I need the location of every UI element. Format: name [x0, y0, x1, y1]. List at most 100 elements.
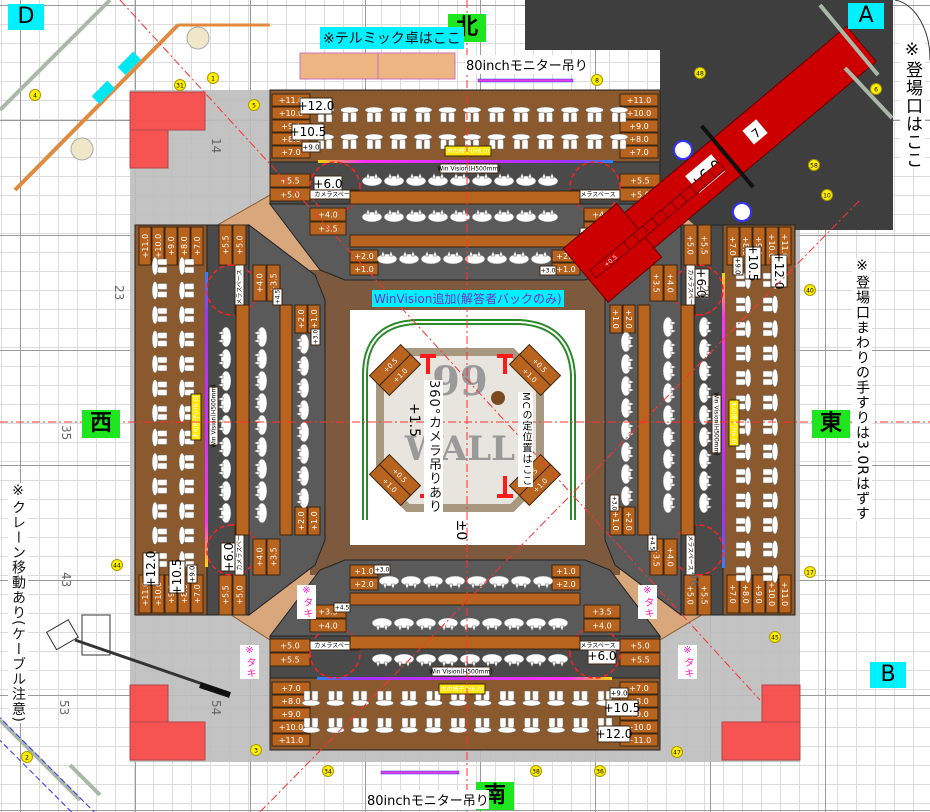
- tier-box: [597, 725, 631, 743]
- camera-space-circle: [206, 524, 258, 576]
- tier-label: +4.0: [666, 547, 675, 566]
- tier-label: +1.0: [611, 309, 620, 328]
- seat-icon: [547, 617, 569, 632]
- seat-icon: [620, 441, 635, 463]
- tier-label: +3.0: [375, 567, 390, 574]
- tier-label: +11.0: [279, 96, 304, 105]
- direction-west: 西: [82, 410, 120, 438]
- tier-label: +2.0: [556, 580, 575, 589]
- tier-label: +10.0: [767, 234, 776, 259]
- tier-label: カメラスペース: [237, 269, 244, 310]
- tier-label: +7.0: [281, 684, 300, 693]
- seat-icon: [383, 172, 405, 187]
- seat-icon: [487, 133, 506, 150]
- tier-label: +9.0: [281, 710, 300, 719]
- tier-label: +2.0: [354, 252, 373, 261]
- tier-label: +7.0: [728, 236, 737, 255]
- marker-label: 45: [771, 635, 779, 642]
- tier-label: +11.0: [780, 582, 789, 607]
- tier-label: +3.5: [652, 273, 661, 292]
- tier-label: +3.5: [269, 547, 278, 566]
- marker-icon: [530, 765, 542, 777]
- tier-label: +9.0: [754, 236, 763, 255]
- seat-icon: [399, 717, 419, 734]
- tier-label: +3.0: [313, 330, 320, 345]
- seat-icon: [375, 690, 394, 707]
- tier-label: +5.5: [221, 585, 230, 604]
- grid-number: 14: [209, 138, 223, 153]
- seat-icon: [735, 344, 752, 363]
- tier-box: [271, 681, 311, 695]
- grid-number: 53: [57, 700, 71, 715]
- tier-label: +3.0: [541, 268, 556, 275]
- tier-label: +5.5: [700, 585, 709, 604]
- tier-box: [269, 173, 311, 188]
- seat-icon: [151, 354, 168, 374]
- seat-icon: [151, 501, 168, 521]
- tier-box: [583, 604, 621, 619]
- tier-label: +11.0: [141, 582, 150, 607]
- seat-icon: [361, 208, 383, 223]
- tier-label: Win Vision(H500mm): [429, 669, 492, 676]
- tier-label: +2.0: [624, 511, 633, 530]
- tier-label: Win Vision(H500mm): [712, 392, 719, 455]
- tier-label: +5.0: [630, 641, 649, 650]
- seat-icon: [464, 250, 486, 265]
- tier-label: +1.0: [354, 567, 373, 576]
- tier-box: [647, 534, 658, 552]
- tier-box: [294, 304, 308, 334]
- tier-label: +10.5: [746, 245, 760, 282]
- marker-label: 36: [596, 769, 604, 776]
- camera-space-circle: [672, 524, 724, 576]
- seat-icon: [217, 392, 232, 414]
- seat-icon: [393, 653, 415, 668]
- tier-box: [272, 288, 283, 306]
- tier-box: [697, 574, 712, 616]
- seat-icon: [487, 106, 506, 123]
- taki-note: ※タキ: [638, 585, 657, 619]
- seat-icon: [178, 526, 195, 545]
- seat-icon: [178, 477, 195, 496]
- win-vision-bar: [722, 273, 725, 568]
- tier-box: [583, 618, 621, 633]
- seat-icon: [762, 393, 779, 412]
- seat-icon: [415, 617, 437, 632]
- seat-icon: [151, 428, 168, 447]
- seat-icon: [762, 491, 779, 510]
- tier-box: [728, 399, 740, 447]
- mc-note: MCの定位置はここ: [518, 392, 533, 487]
- tier-box: [269, 652, 311, 667]
- tier-label: +2.0: [297, 309, 306, 328]
- seat-icon: [762, 319, 779, 339]
- tier-box: [307, 506, 321, 536]
- marker-label: 40: [806, 288, 814, 295]
- seat-icon: [361, 172, 383, 187]
- taki-note: ※タキ: [678, 645, 697, 679]
- tier-box: [539, 265, 557, 276]
- mc-position-icon: [491, 391, 505, 405]
- seat-icon: [405, 208, 427, 223]
- seat-icon: [735, 442, 752, 461]
- stage-platform: +0.5+1.0: [368, 453, 422, 507]
- seat-icon: [497, 717, 517, 734]
- tier-box: [218, 224, 233, 266]
- marker-label: 5: [252, 103, 256, 110]
- seat-icon: [560, 133, 580, 150]
- marker-label: 58: [810, 163, 818, 170]
- monitor-north: [477, 78, 574, 83]
- camera-space-circle: [569, 161, 621, 213]
- seat-icon: [735, 466, 752, 486]
- seat-icon: [762, 466, 779, 486]
- seat-icon: [178, 256, 195, 276]
- seat-icon: [424, 690, 443, 707]
- seat-icon: [486, 250, 508, 265]
- tier-label: +5.5: [280, 176, 299, 185]
- tier-box: [438, 683, 486, 695]
- tier-label: +6.0: [587, 649, 616, 663]
- seat-icon: [547, 653, 569, 668]
- tier-label: +7.0: [193, 584, 202, 603]
- seat-icon: [735, 564, 752, 584]
- seat-icon: [217, 326, 232, 348]
- seat-icon: [178, 330, 195, 349]
- tier-box: [619, 93, 659, 107]
